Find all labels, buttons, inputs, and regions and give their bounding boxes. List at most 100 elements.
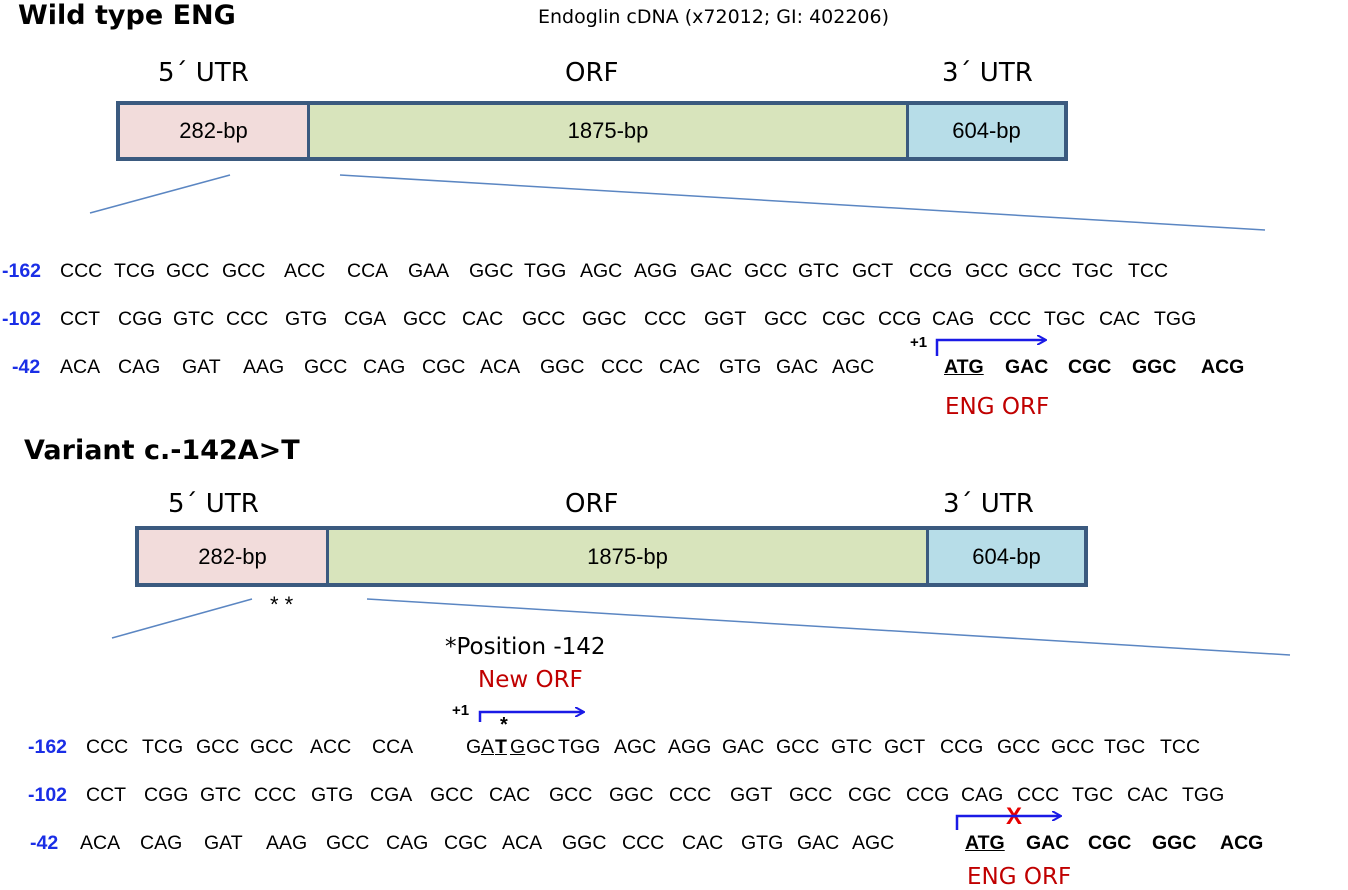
codon: AGG <box>634 260 678 282</box>
orf-codon: GGC <box>1152 832 1197 854</box>
var-gene-bar: 282-bp 1875-bp 604-bp <box>135 526 1088 587</box>
codon: AAG <box>266 832 308 854</box>
codon: GCT <box>852 260 894 282</box>
codon: GCC <box>250 736 294 758</box>
wt-orf-label: ORF <box>565 58 619 88</box>
codon: GCC <box>1018 260 1062 282</box>
new-start-codon-part: A <box>481 736 495 758</box>
codon: ACA <box>480 356 521 378</box>
codon: GGT <box>730 784 773 806</box>
orf-codon: GGC <box>1132 356 1177 378</box>
codon: TCC <box>1128 260 1169 282</box>
codon: CAC <box>1099 308 1141 330</box>
codon: CCC <box>60 260 103 282</box>
var-eng-orf-label: ENG ORF <box>967 864 1072 890</box>
new-start-codon-part: G <box>510 736 526 758</box>
codon: CCC <box>86 736 129 758</box>
position-number: -42 <box>30 832 59 854</box>
codon: CAC <box>489 784 531 806</box>
codon: GTC <box>173 308 215 330</box>
codon: CCT <box>60 308 101 330</box>
codon: GCC <box>1051 736 1095 758</box>
codon: TGG <box>1182 784 1225 806</box>
codon: AGC <box>580 260 623 282</box>
wt-start-arrow <box>935 340 1045 356</box>
codon: CCT <box>86 784 127 806</box>
codon: CAC <box>682 832 724 854</box>
var-new-plus-one: +1 <box>452 702 470 719</box>
codon: GAC <box>722 736 765 758</box>
codon: GCC <box>997 736 1041 758</box>
variant-asterisks: * * <box>270 592 294 617</box>
codon: AGC <box>832 356 875 378</box>
codon: GGC <box>540 356 585 378</box>
new-orf-arrow <box>478 712 583 722</box>
codon: TGC <box>1044 308 1086 330</box>
codon: CAG <box>386 832 429 854</box>
codon: GCT <box>884 736 926 758</box>
codon: CCG <box>940 736 984 758</box>
wt-zoom-line-right <box>339 174 1266 231</box>
codon: CCC <box>622 832 665 854</box>
codon: ACC <box>284 260 326 282</box>
codon: ACA <box>60 356 101 378</box>
codon: GTG <box>285 308 328 330</box>
codon: GTG <box>311 784 354 806</box>
codon: CAG <box>932 308 975 330</box>
wt-zoom-line-left <box>89 174 231 214</box>
codon: GAC <box>797 832 840 854</box>
codon: ACA <box>80 832 121 854</box>
orf-codon: GAC <box>1005 356 1049 378</box>
codon: GTC <box>831 736 873 758</box>
codon: CCC <box>226 308 269 330</box>
codon: TGC <box>1072 784 1114 806</box>
codon: CAC <box>659 356 701 378</box>
codon: GGT <box>704 308 747 330</box>
codon: GCC <box>764 308 808 330</box>
codon: CGC <box>848 784 892 806</box>
position-label: *Position -142 <box>445 634 606 660</box>
codon: GCC <box>776 736 820 758</box>
codon: TCG <box>114 260 156 282</box>
wild-type-title: Wild type ENG <box>18 0 236 31</box>
start-codon: ATG <box>965 832 1005 854</box>
mutation-star: * <box>500 714 508 736</box>
wt-plus-one: +1 <box>910 334 928 351</box>
var-zoom-line-right <box>366 598 1291 656</box>
wt-eng-orf-label: ENG ORF <box>945 394 1050 420</box>
codon: CCC <box>601 356 644 378</box>
codon: AGG <box>668 736 712 758</box>
codon-part: GC <box>526 736 556 758</box>
wt-utr5-segment: 282-bp <box>120 105 310 157</box>
codon: CGC <box>422 356 466 378</box>
codon: TGC <box>1104 736 1146 758</box>
codon: GGC <box>562 832 607 854</box>
codon: AAG <box>243 356 285 378</box>
orf-codon: GAC <box>1026 832 1070 854</box>
var-zoom-line-left <box>111 598 253 639</box>
position-number: -42 <box>12 356 41 378</box>
codon-part: G <box>466 736 482 758</box>
codon: CAC <box>1127 784 1169 806</box>
codon: CCG <box>906 784 950 806</box>
codon: CAG <box>363 356 406 378</box>
codon: TCC <box>1160 736 1201 758</box>
codon: TCG <box>142 736 184 758</box>
codon: CAG <box>140 832 183 854</box>
codon: GCC <box>326 832 370 854</box>
codon: AGC <box>614 736 657 758</box>
position-number: -162 <box>2 260 42 282</box>
codon: GCC <box>789 784 833 806</box>
codon: GCC <box>196 736 240 758</box>
codon: GCC <box>744 260 788 282</box>
codon: CAG <box>118 356 161 378</box>
codon: ACA <box>502 832 543 854</box>
codon: GAT <box>182 356 221 378</box>
codon: GCC <box>522 308 566 330</box>
var-utr5-segment: 282-bp <box>139 530 329 583</box>
var-start-arrow <box>955 816 1060 830</box>
orf-codon: ACG <box>1201 356 1245 378</box>
